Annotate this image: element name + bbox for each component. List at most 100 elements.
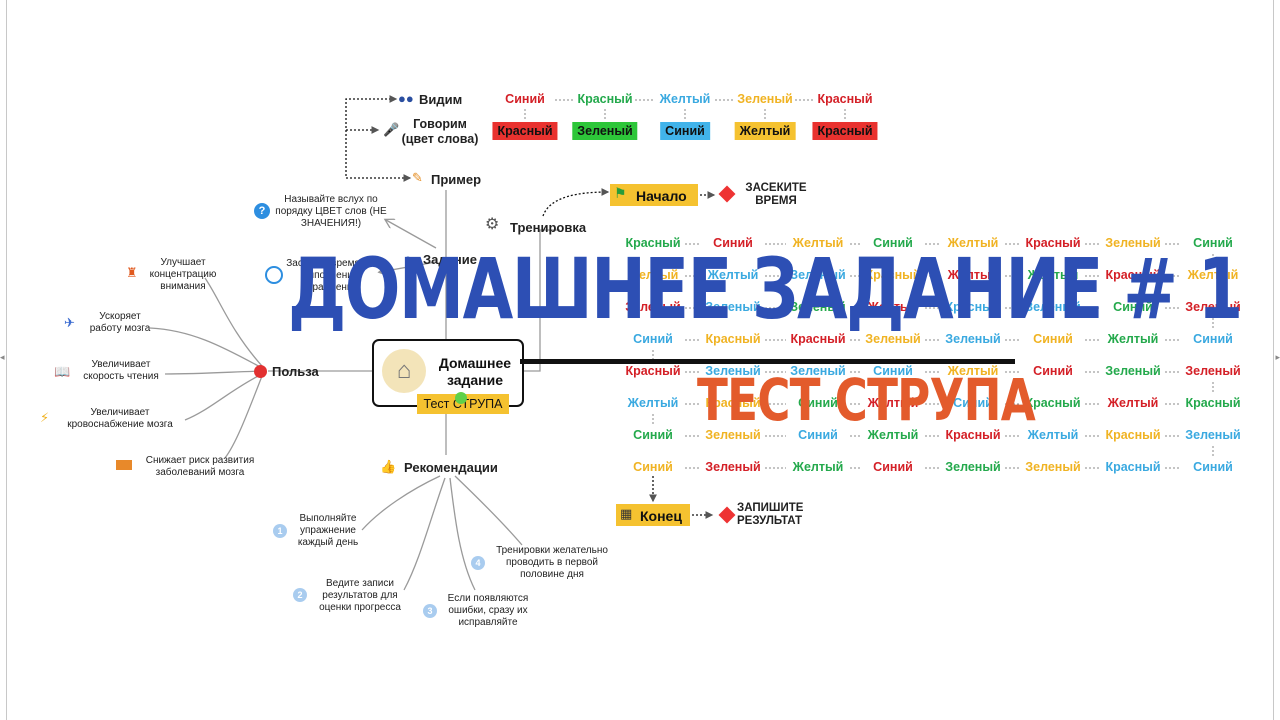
branch-training[interactable]: Тренировка xyxy=(510,220,587,235)
central-node-tag[interactable]: Тест СТРУПА xyxy=(417,394,509,414)
stroop-word: Красный xyxy=(705,396,761,410)
stroop-word: Синий xyxy=(633,332,673,346)
stroop-word: Зеленый xyxy=(945,460,1001,474)
left-frame-edge xyxy=(0,0,7,720)
branch-speak[interactable]: Говорим (цвет слова) xyxy=(401,117,479,146)
branch-recommendations[interactable]: Рекомендации xyxy=(404,460,498,475)
start-note: ЗАСЕКИТЕ ВРЕМЯ xyxy=(745,182,807,207)
right-scroll-arrow-icon[interactable]: ▸ xyxy=(1275,352,1280,362)
stroop-word: Зеленый xyxy=(705,364,761,378)
overlay-subtitle: ТЕСТ СТРУПА xyxy=(697,366,1036,434)
left-scroll-arrow-icon[interactable]: ◂ xyxy=(0,352,5,362)
stroop-word: Зеленый xyxy=(1025,460,1081,474)
example-word: Зеленый xyxy=(737,92,793,106)
stroop-word: Красный xyxy=(1025,396,1081,410)
stroop-word: Синий xyxy=(1193,236,1233,250)
end-node[interactable] xyxy=(616,504,690,526)
thumbs-up-icon: 👍 xyxy=(380,459,397,474)
stroop-word: Синий xyxy=(1033,332,1073,346)
gear-icon: ⚙ xyxy=(485,216,500,233)
stroop-word: Синий xyxy=(1113,300,1153,314)
book-icon: 📖 xyxy=(54,364,71,379)
checkered-flag-icon: ▦ xyxy=(620,506,633,521)
stroop-word: Зеленый xyxy=(705,460,761,474)
stroop-word: Желтый xyxy=(1107,332,1159,346)
benefit-5: Снижает риск развития заболеваний мозга xyxy=(145,455,255,478)
start-node[interactable] xyxy=(610,184,698,206)
stroop-word: Желтый xyxy=(867,300,919,314)
plane-icon: ✈ xyxy=(64,315,75,330)
flag-icon: ⚑ xyxy=(614,185,627,201)
stroop-word: Красный xyxy=(1185,396,1241,410)
right-frame-edge xyxy=(1273,0,1280,720)
example-word: Желтый xyxy=(659,92,711,106)
example-color-chip: Зеленый xyxy=(572,122,638,140)
overlay-divider xyxy=(520,359,1015,364)
stroop-word: Желтый xyxy=(707,268,759,282)
rec-number-1: 1 xyxy=(273,524,287,538)
stroop-word: Желтый xyxy=(1187,268,1239,282)
benefit-1: Улучшает концентрацию внимания xyxy=(149,257,217,292)
stroop-word: Красный xyxy=(625,236,681,250)
branch-see[interactable]: Видим xyxy=(419,92,463,107)
stroop-word: Красный xyxy=(1105,428,1161,442)
benefit-4: Увеличивает кровоснабжение мозга xyxy=(67,407,173,430)
overlay-title: ДОМАШНЕЕ ЗАДАНИЕ # 1 xyxy=(288,240,1243,338)
example-color-chip: Желтый xyxy=(734,122,796,140)
rec-4: Тренировки желательно проводить в первой… xyxy=(496,545,608,580)
stroop-word: Зеленый xyxy=(705,300,761,314)
stroop-word: Зеленый xyxy=(865,332,921,346)
stroop-word: Желтый xyxy=(867,428,919,442)
stroop-word: Красный xyxy=(945,428,1001,442)
question-icon: ? xyxy=(254,203,270,219)
task-description-1: Называйте вслух по порядку ЦВЕТ слов (НЕ… xyxy=(275,194,387,229)
stroop-word: Синий xyxy=(713,236,753,250)
task-description-2: Засеките время на выполнение упражнения xyxy=(286,258,374,293)
benefit-2: Ускоряет работу мозга xyxy=(89,311,151,334)
stroop-word: Зеленый xyxy=(1185,300,1241,314)
stroop-word: Зеленый xyxy=(1185,364,1241,378)
stroop-word: Желтый xyxy=(627,268,679,282)
benefit-3: Увеличивает скорость чтения xyxy=(83,359,159,382)
stroop-word: Синий xyxy=(798,428,838,442)
stroop-word: Зеленый xyxy=(705,428,761,442)
branch-benefit[interactable]: Польза xyxy=(272,364,319,379)
stroop-word: Желтый xyxy=(947,364,999,378)
branch-example[interactable]: Пример xyxy=(431,172,482,187)
stroop-word: Красный xyxy=(865,268,921,282)
stroop-word: Синий xyxy=(873,364,913,378)
stroop-word: Красный xyxy=(1025,236,1081,250)
stroop-word: Синий xyxy=(633,460,673,474)
central-node-title: Домашнее задание xyxy=(438,355,512,388)
stroop-word: Желтый xyxy=(947,236,999,250)
end-note: ЗАПИШИТЕ РЕЗУЛЬТАТ xyxy=(737,502,804,527)
stroop-word: Желтый xyxy=(792,236,844,250)
stroop-word: Красный xyxy=(625,364,681,378)
branch-task[interactable]: Задание xyxy=(423,252,477,267)
example-word: Красный xyxy=(817,92,873,106)
clock-icon xyxy=(265,266,283,284)
task-icon: ● xyxy=(404,251,412,266)
stroop-word: Зеленый xyxy=(1105,236,1161,250)
stroop-word: Желтый xyxy=(867,396,919,410)
house-icon: ⌂ xyxy=(382,349,426,393)
brain-icon xyxy=(254,365,267,378)
end-label: Конец xyxy=(640,508,682,524)
example-color-chip: Синий xyxy=(660,122,710,140)
stroop-word: Синий xyxy=(1193,460,1233,474)
stroop-word: Красный xyxy=(945,300,1001,314)
stroop-word: Зеленый xyxy=(1025,300,1081,314)
example-word: Красный xyxy=(577,92,633,106)
rec-number-2: 2 xyxy=(293,588,307,602)
example-color-chip: Красный xyxy=(812,122,878,140)
stroop-word: Желтый xyxy=(1027,268,1079,282)
rec-number-4: 4 xyxy=(471,556,485,570)
stroop-word: Красный xyxy=(705,332,761,346)
stroop-word: Желтый xyxy=(792,460,844,474)
stroop-word: Зеленый xyxy=(790,300,846,314)
stroop-word: Желтый xyxy=(627,396,679,410)
rec-1: Выполняйте упражнение каждый день xyxy=(297,513,359,548)
start-label: Начало xyxy=(636,188,687,204)
